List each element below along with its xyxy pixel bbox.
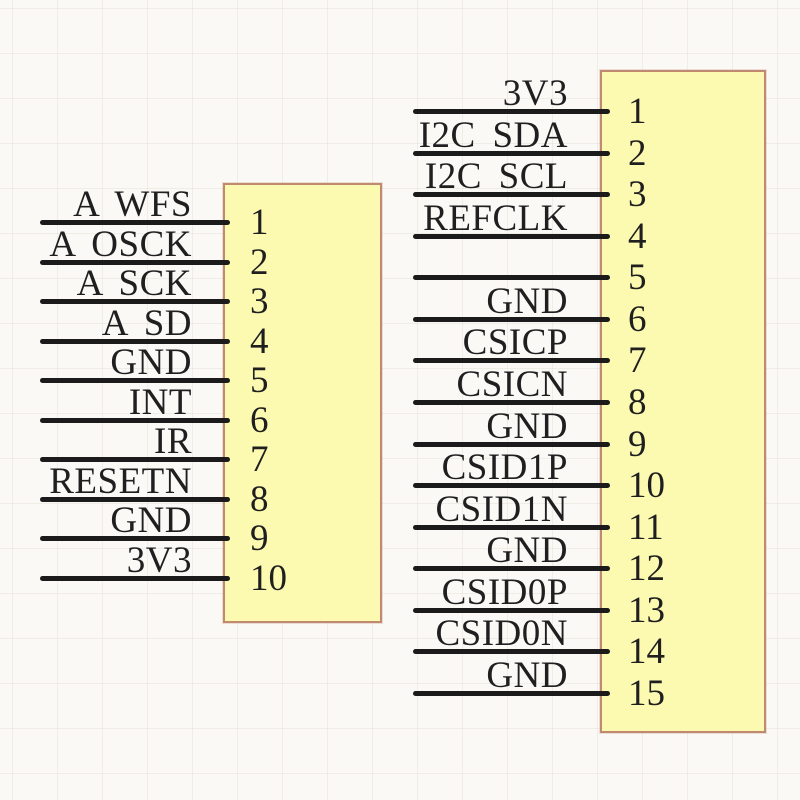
pin-number: 2 <box>628 132 647 174</box>
pin-net-label: I2C SCL <box>424 156 568 197</box>
pin-wire <box>413 649 610 654</box>
pin-number: 15 <box>628 672 665 714</box>
pin-net-label: CSID1P <box>441 447 568 488</box>
pin-wire <box>413 400 610 405</box>
pin-net-label: GND <box>486 655 568 696</box>
pin-wire <box>40 220 230 225</box>
pin-wire <box>40 339 230 344</box>
pin-wire <box>413 109 610 114</box>
pin-number: 13 <box>628 589 665 631</box>
pin-number: 7 <box>250 438 269 480</box>
pin-wire <box>413 483 610 488</box>
pin-wire <box>40 576 230 581</box>
pin-wire <box>413 566 610 571</box>
pin-wire <box>40 260 230 265</box>
pin-number: 14 <box>628 630 665 672</box>
pin-wire <box>40 378 230 383</box>
pin-net-label: GND <box>486 530 568 571</box>
pin-net-label: GND <box>110 500 192 541</box>
pin-number: 9 <box>628 423 647 465</box>
pin-wire <box>413 691 610 696</box>
pin-number: 2 <box>250 241 269 283</box>
pin-net-label: GND <box>110 342 192 383</box>
pin-net-label: IR <box>154 421 192 462</box>
pin-wire <box>413 525 610 530</box>
pin-wire <box>413 442 610 447</box>
pin-number: 8 <box>628 381 647 423</box>
pin-number: 3 <box>250 280 269 322</box>
pin-wire <box>40 536 230 541</box>
pin-net-label: CSICN <box>456 364 568 405</box>
pin-wire <box>40 418 230 423</box>
pin-number: 11 <box>628 506 664 548</box>
pin-net-label: I2C SDA <box>418 115 568 156</box>
pin-number: 1 <box>250 201 269 243</box>
pin-number: 6 <box>628 298 647 340</box>
pin-net-label: CSID0N <box>435 613 568 654</box>
pin-net-label: 3V3 <box>126 540 192 581</box>
pin-number: 9 <box>250 517 269 559</box>
pin-net-label: A SCK <box>76 263 192 304</box>
pin-net-label: A OSCK <box>49 224 192 265</box>
pin-wire <box>413 192 610 197</box>
connector-body <box>223 183 382 623</box>
pin-net-label: 3V3 <box>502 73 568 114</box>
pin-net-label: GND <box>486 281 568 322</box>
pin-wire <box>413 151 610 156</box>
pin-number: 1 <box>628 90 647 132</box>
pin-number: 4 <box>250 320 269 362</box>
pin-net-label: INT <box>128 382 192 423</box>
pin-wire <box>40 457 230 462</box>
pin-number: 5 <box>250 359 269 401</box>
pin-number: 3 <box>628 173 647 215</box>
pin-number: 5 <box>628 256 647 298</box>
pin-net-label: CSID0P <box>441 572 568 613</box>
pin-net-label: A SD <box>101 303 192 344</box>
pin-net-label: RESETN <box>49 461 192 502</box>
pin-wire <box>413 608 610 613</box>
pin-net-label: REFCLK <box>423 198 568 239</box>
pin-net-label: GND <box>486 406 568 447</box>
pin-net-label: CSID1N <box>435 489 568 530</box>
pin-number: 4 <box>628 215 647 257</box>
pin-wire <box>413 358 610 363</box>
pin-number: 8 <box>250 478 269 520</box>
pin-net-label: A WFS <box>73 184 192 225</box>
pin-wire <box>40 299 230 304</box>
pin-wire <box>413 317 610 322</box>
pin-number: 10 <box>250 557 287 599</box>
pin-net-label: CSICP <box>462 322 568 363</box>
pin-number: 7 <box>628 339 647 381</box>
pin-wire <box>413 275 610 280</box>
pin-number: 6 <box>250 399 269 441</box>
pin-number: 10 <box>628 464 665 506</box>
pin-wire <box>413 234 610 239</box>
connector-body <box>600 70 766 733</box>
pin-wire <box>40 497 230 502</box>
pin-number: 12 <box>628 547 665 589</box>
